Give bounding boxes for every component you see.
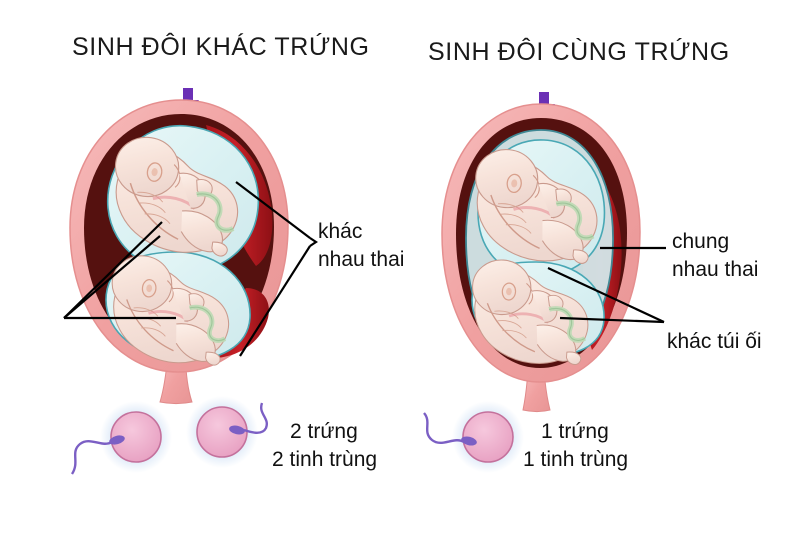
egg-1 (462, 411, 514, 463)
label-khac-nhau-thai: khác nhau thai (318, 218, 404, 273)
pointer-sacs-left-panel (63, 221, 176, 320)
panel-title-identical: SINH ĐÔI CÙNG TRỨNG (428, 38, 730, 66)
sperm-1-tail (70, 439, 113, 475)
label-line-1: 1 trứng (541, 420, 609, 443)
sperm-2-head (229, 425, 245, 435)
sperm-1-tail (423, 412, 465, 445)
label-line-1: khác túi ối (667, 330, 762, 353)
egg-1 (110, 411, 162, 463)
panel-identical-illustration (423, 92, 666, 473)
label-line-2: 2 tinh trùng (272, 447, 378, 471)
panel-title-fraternal: SINH ĐÔI KHÁC TRỨNG (72, 33, 370, 61)
pointer-khac-tui-oi (547, 267, 665, 324)
pointer-khac-nhau-thai (235, 181, 318, 357)
panel-fraternal-illustration (63, 88, 318, 475)
label-chung-nhau-thai: chung nhau thai (672, 228, 758, 283)
egg-group-left (70, 396, 269, 475)
label-line-1: chung (672, 230, 730, 253)
label-line-2: nhau thai (318, 247, 405, 271)
label-line-2: nhau thai (672, 257, 759, 281)
sperm-1-head (109, 435, 125, 445)
label-khac-tui-oi: khác túi ối (667, 328, 762, 356)
label-line-2: 1 tinh trùng (523, 447, 629, 471)
egg-group-right (423, 401, 524, 473)
sperm-2-tail (243, 402, 269, 434)
sperm-1-head (461, 436, 477, 446)
label-line-1: khác (318, 220, 363, 243)
label-line-1: 2 trứng (290, 420, 358, 443)
label-gametes-identical: 1 trứng 1 tinh trùng (523, 418, 628, 473)
label-gametes-fraternal: 2 trứng 2 tinh trùng (272, 418, 377, 473)
